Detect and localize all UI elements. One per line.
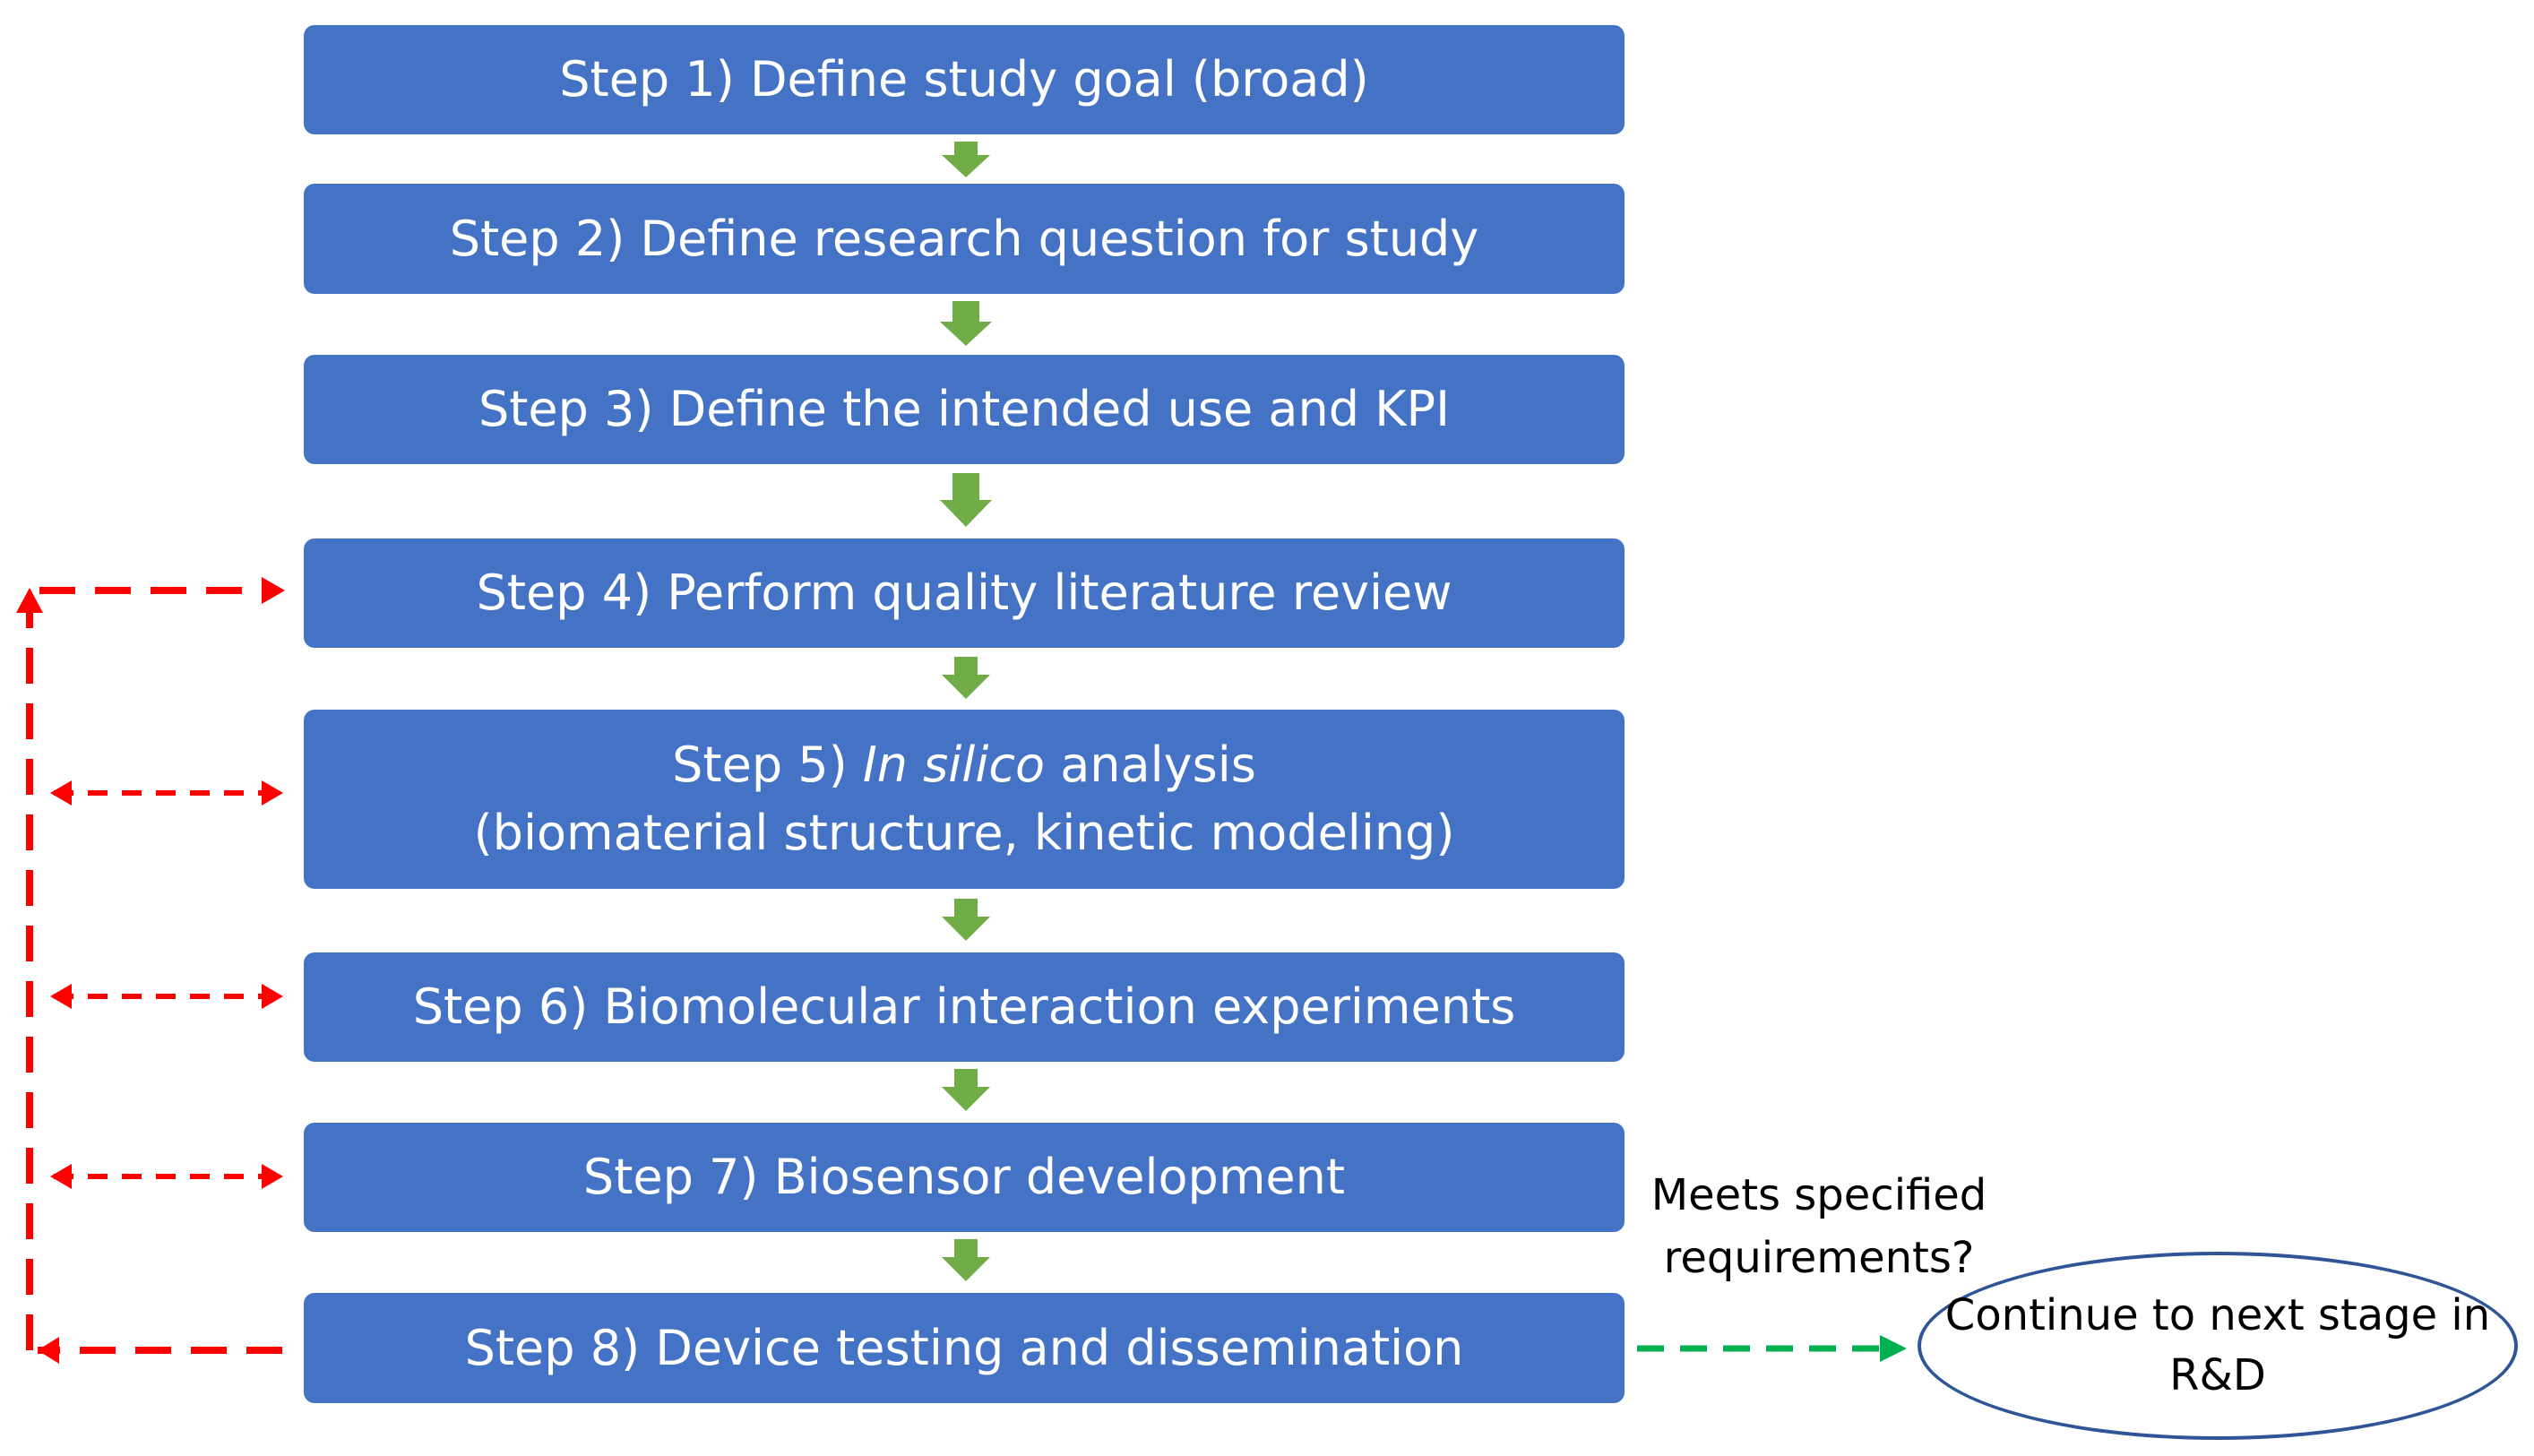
step-1-label: Step 1) Define study goal (broad): [559, 51, 1369, 108]
arrowhead-step6-right: [262, 984, 283, 1009]
flow-arrow-6-7: [942, 1069, 990, 1111]
step-8-box: Step 8) Device testing and dissemination: [304, 1293, 1625, 1403]
step-8-label: Step 8) Device testing and dissemination: [464, 1319, 1464, 1376]
decision-question: Meets specified requirements?: [1613, 1165, 2025, 1289]
step-5-subtitle: (biomaterial structure, kinetic modeling…: [473, 805, 1455, 861]
next-stage-line2: R&D: [2169, 1350, 2266, 1400]
step-5-suffix: analysis: [1045, 737, 1256, 794]
step-6-box: Step 6) Biomolecular interaction experim…: [304, 952, 1625, 1062]
step-4-label: Step 4) Perform quality literature revie…: [476, 564, 1452, 622]
flow-arrow-2-3: [940, 301, 992, 346]
step-3-box: Step 3) Define the intended use and KPI: [304, 355, 1625, 464]
arrowhead-step7-left: [50, 1164, 72, 1189]
continue-arrow: [1637, 1335, 1907, 1362]
feedback-loop: [26, 587, 282, 1354]
flow-arrow-5-6: [942, 899, 990, 941]
step-2-box: Step 2) Define research question for stu…: [304, 184, 1625, 294]
flow-arrow-4-5: [942, 657, 990, 699]
step-5-italic: In silico: [862, 737, 1046, 794]
step-7-label: Step 7) Biosensor development: [582, 1149, 1346, 1206]
arrowhead-loop-top: [16, 588, 43, 613]
step-3-label: Step 3) Define the intended use and KPI: [478, 381, 1451, 438]
flow-arrows: [940, 142, 992, 1281]
feedback-arrowheads: [16, 577, 285, 1364]
step-2-label: Step 2) Define research question for stu…: [449, 210, 1479, 267]
step-1-box: Step 1) Define study goal (broad): [304, 25, 1625, 134]
continue-arrowhead: [1880, 1335, 1907, 1362]
decision-question-line2: requirements?: [1663, 1232, 1975, 1283]
flow-arrow-3-4: [940, 473, 992, 527]
arrowhead-step6-left: [50, 984, 72, 1009]
arrowhead-step5-left: [50, 780, 72, 806]
arrowhead-into-step4: [262, 577, 285, 604]
arrowhead-from-step8: [38, 1337, 59, 1364]
next-stage-ellipse: Continue to next stage in R&D: [1918, 1252, 2518, 1440]
step-5-title: Step 5) In silico analysis: [672, 731, 1256, 799]
step-5-prefix: Step 5): [672, 737, 863, 794]
flow-arrow-7-8: [942, 1239, 990, 1281]
decision-question-line1: Meets specified: [1651, 1170, 1987, 1220]
arrowhead-step7-right: [262, 1164, 283, 1189]
arrowhead-step5-right: [262, 780, 283, 806]
step-4-box: Step 4) Perform quality literature revie…: [304, 538, 1625, 648]
step-7-box: Step 7) Biosensor development: [304, 1123, 1625, 1232]
flow-arrow-1-2: [942, 142, 990, 177]
step-6-label: Step 6) Biomolecular interaction experim…: [412, 978, 1516, 1036]
next-stage-line1: Continue to next stage in: [1944, 1289, 2491, 1340]
step-5-box: Step 5) In silico analysis (biomaterial …: [304, 710, 1625, 889]
